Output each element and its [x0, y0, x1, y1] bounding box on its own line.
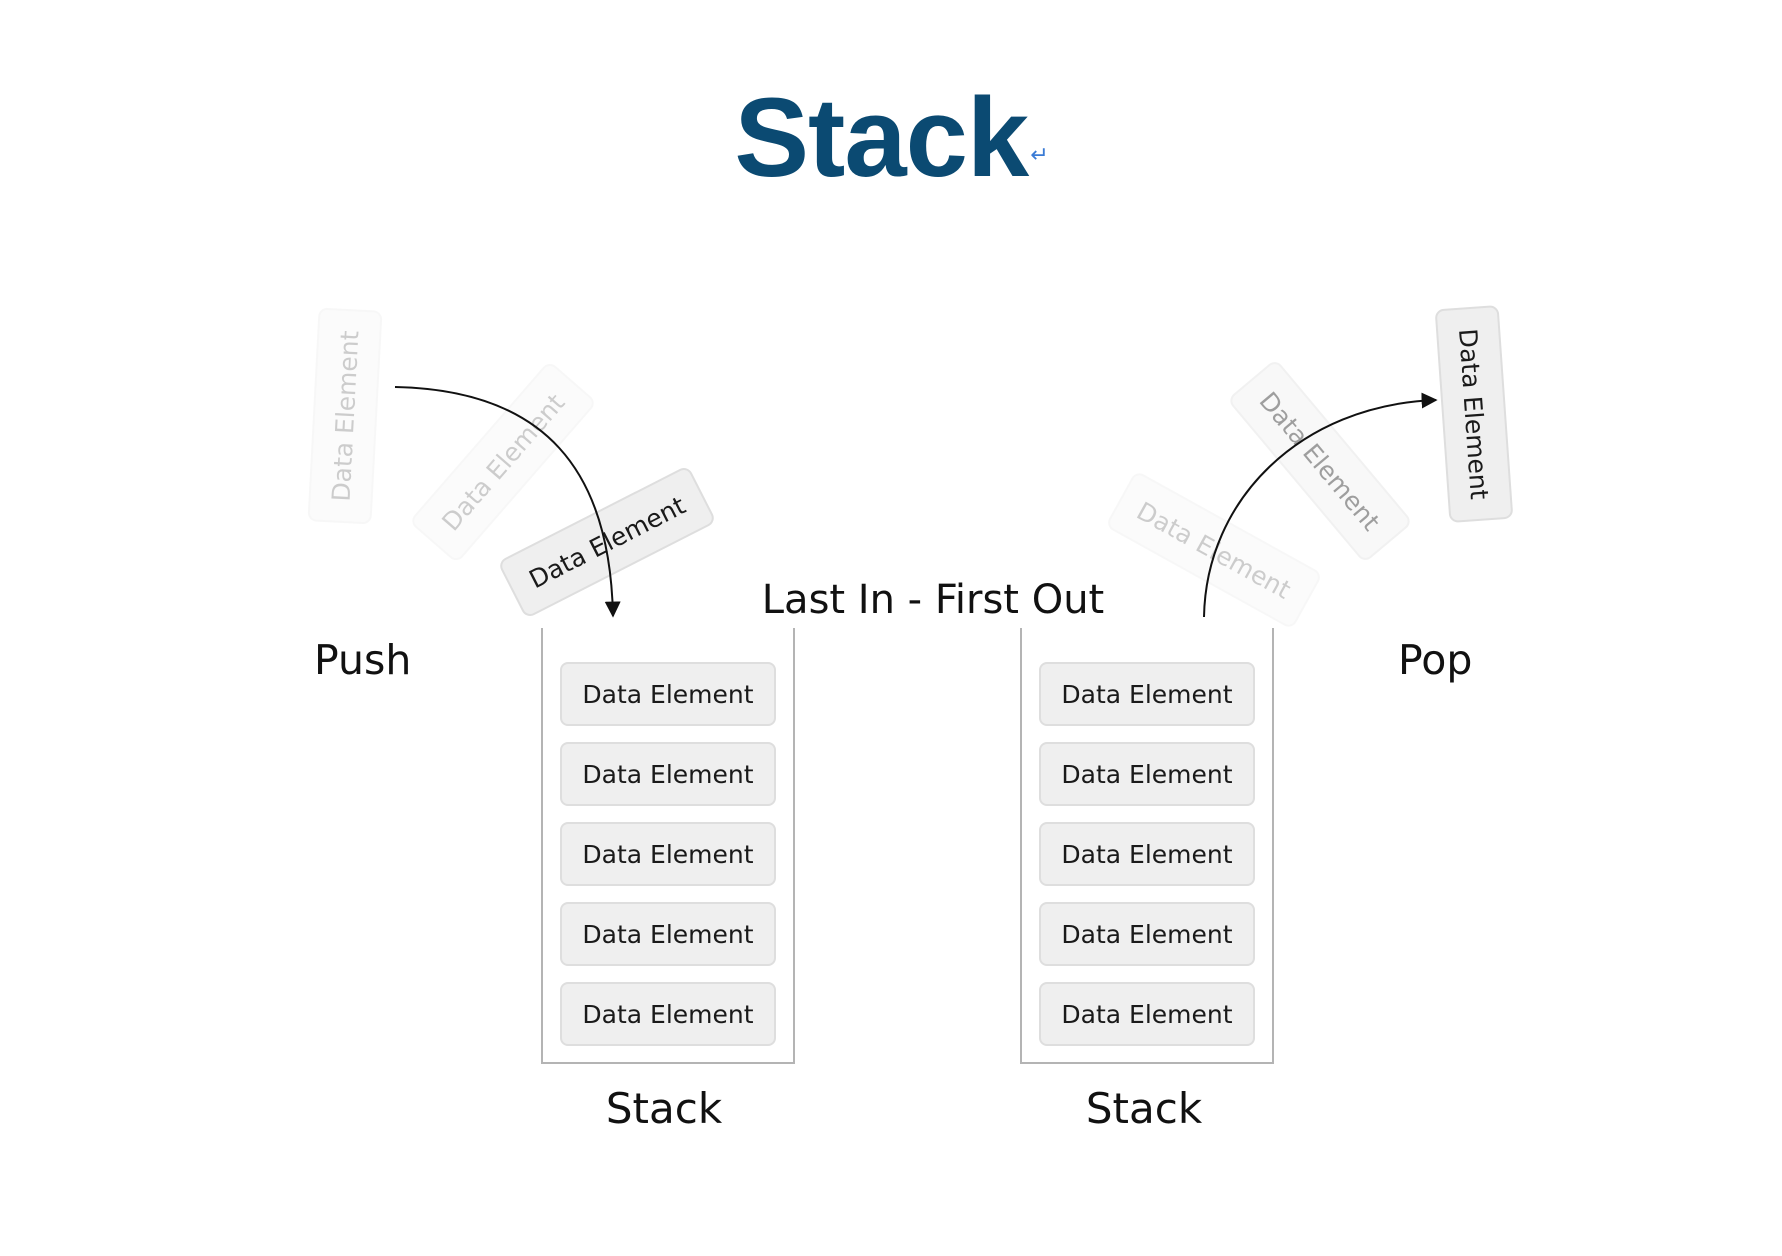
stack-right-element-4: Data Element [1039, 902, 1255, 966]
stack-right-element-3-label: Data Element [1061, 839, 1233, 869]
stack-right-element-1-label: Data Element [1061, 679, 1233, 709]
stack-label-right: Stack [1085, 1084, 1203, 1133]
stack-right-element-5-label: Data Element [1061, 999, 1233, 1029]
stack-right-element-5: Data Element [1039, 982, 1255, 1046]
stack-left-element-5: Data Element [560, 982, 776, 1046]
pop-arrow [1203, 392, 1438, 618]
push-arrow [394, 386, 621, 618]
stack-right-element-3: Data Element [1039, 822, 1255, 886]
pop-label: Pop [1398, 636, 1473, 684]
stack-left-element-2-label: Data Element [582, 759, 754, 789]
push-label: Push [314, 636, 412, 684]
lifo-caption: Last In - First Out [761, 577, 1105, 623]
stack-left-element-1-label: Data Element [582, 679, 754, 709]
stack-right-element-4-label: Data Element [1061, 919, 1233, 949]
stack-container-right: Data Element Data Element Data Element D… [1020, 628, 1274, 1064]
stack-right-element-1: Data Element [1039, 662, 1255, 726]
stack-left-element-3-label: Data Element [582, 839, 754, 869]
stack-left-element-1: Data Element [560, 662, 776, 726]
stack-right-element-2: Data Element [1039, 742, 1255, 806]
return-mark-icon: ↵ [1030, 143, 1048, 168]
stack-right-element-2-label: Data Element [1061, 759, 1233, 789]
stack-container-left: Data Element Data Element Data Element D… [541, 628, 795, 1064]
stack-left-element-4: Data Element [560, 902, 776, 966]
stack-label-left: Stack [605, 1084, 723, 1133]
stack-left-element-3: Data Element [560, 822, 776, 886]
page-title: Stack↵ [0, 82, 1782, 194]
stack-left-element-4-label: Data Element [582, 919, 754, 949]
title-text: Stack [734, 75, 1029, 200]
stack-left-element-2: Data Element [560, 742, 776, 806]
stack-left-element-5-label: Data Element [582, 999, 754, 1029]
